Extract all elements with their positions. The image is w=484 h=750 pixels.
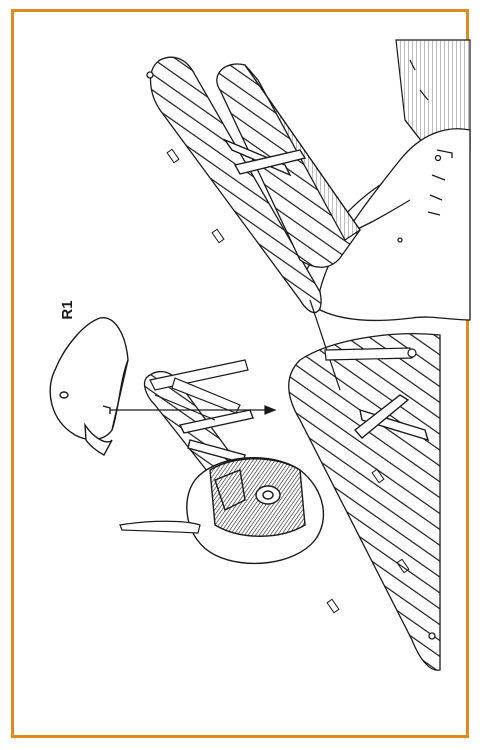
upper-wing (146, 56, 361, 313)
landing-gear-area (309, 299, 417, 391)
interplane-struts (178, 138, 430, 464)
wing-detail-marks (166, 148, 410, 614)
cabane-struts (149, 359, 249, 421)
engine-cowling (186, 456, 325, 565)
lower-wing (288, 333, 441, 671)
part-label-r1: R1 (59, 300, 76, 320)
assembly-arrow (110, 405, 277, 415)
propeller (119, 520, 201, 534)
r1-cowl-part (49, 317, 129, 456)
